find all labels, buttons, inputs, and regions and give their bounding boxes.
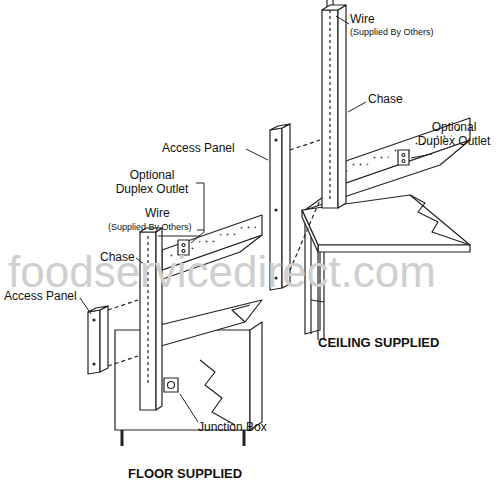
screw [275, 139, 277, 141]
leader-line [348, 102, 366, 112]
part-label: Junction Box [198, 420, 267, 434]
part-label: Optional Duplex Outlet [110, 168, 194, 197]
chase [322, 10, 338, 208]
part-label: Chase [368, 92, 403, 106]
part-label: Access Panel [162, 141, 235, 155]
outlet-socket [402, 160, 405, 163]
access-panel [88, 310, 100, 374]
part-label: Wire [350, 12, 375, 26]
watermark: foodservicedirect.com [8, 246, 436, 299]
outlet-socket [182, 244, 185, 247]
table-edge [302, 210, 318, 252]
junction-box [164, 378, 178, 392]
break-line [410, 195, 470, 245]
break-line [200, 360, 235, 425]
leader-line [246, 149, 268, 160]
screw [93, 319, 95, 321]
access-panel-top [270, 124, 290, 130]
access-panel-side [100, 306, 108, 372]
cabinet-leg [121, 430, 124, 446]
hidden-line [290, 140, 320, 150]
view-caption: FLOOR SUPPLIED [128, 466, 242, 482]
leader-line [197, 230, 204, 231]
wire-inside [329, 10, 330, 200]
outlet-socket [402, 154, 405, 157]
chase-top [322, 5, 346, 10]
screw [93, 363, 95, 365]
junction-knockout [168, 382, 175, 389]
leader-lines [80, 16, 432, 422]
part-label: Optional Duplex Outlet [412, 120, 496, 149]
duplex-outlet [398, 150, 409, 165]
hidden-line [108, 356, 138, 366]
leader-line [80, 298, 91, 314]
chase-side [338, 5, 346, 208]
access-panel-top [88, 306, 108, 312]
leader-line [336, 16, 349, 24]
hidden-line [108, 300, 138, 310]
view-caption: CEILING SUPPLIED [318, 335, 439, 351]
part-note: (Supplied By Others) [350, 27, 434, 38]
screw [275, 209, 277, 211]
base-cabinet [115, 330, 250, 430]
part-note: (Supplied By Others) [108, 222, 192, 233]
leader-line [411, 154, 432, 158]
cross-brace [311, 300, 324, 302]
leader-line [158, 236, 200, 237]
part-label: Wire [145, 206, 170, 220]
leader-line [191, 183, 204, 243]
cabinet-side [250, 322, 262, 430]
break-line [232, 305, 250, 322]
leader-line [180, 394, 198, 422]
